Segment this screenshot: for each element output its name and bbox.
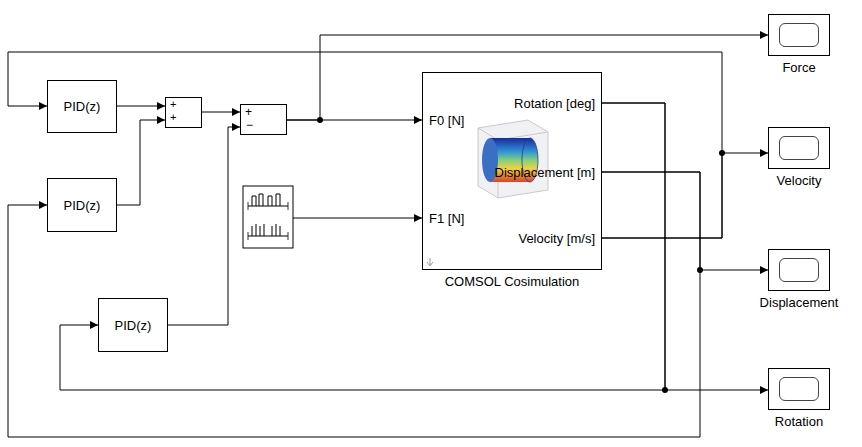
port-label: Velocity [m/s]	[518, 231, 595, 246]
pid-block: PID(z)	[47, 80, 117, 133]
signal-builder	[243, 186, 293, 248]
static-drawing	[243, 117, 725, 393]
sign-label: +	[170, 111, 176, 124]
signal-line	[117, 106, 165, 107]
block-text: PID(z)	[115, 318, 152, 333]
comsol-icon	[478, 120, 548, 198]
pid-block: PID(z)	[47, 178, 117, 232]
signal-line	[168, 127, 240, 325]
sign-label: +	[245, 105, 252, 119]
port-label: F0 [N]	[429, 113, 464, 128]
signal-line	[202, 112, 240, 113]
scope-screen	[779, 136, 819, 160]
cosimulation-block: F0 [N] F1 [N] Rotation [deg] Displacement […	[422, 72, 602, 270]
block-text: PID(z)	[64, 198, 101, 213]
block-text: PID(z)	[64, 99, 101, 114]
scope-screen	[779, 377, 819, 401]
scope-block: Velocity	[768, 127, 830, 169]
signal-line	[60, 103, 665, 390]
signal-line	[117, 120, 165, 205]
block-label: Rotation	[775, 414, 823, 429]
scope-screen	[779, 23, 819, 47]
block-label: COMSOL Cosimulation	[445, 274, 580, 289]
port-label: F1 [N]	[429, 211, 464, 226]
signal-wire	[293, 218, 422, 219]
block-mark	[427, 258, 433, 266]
scope-screen	[779, 258, 819, 282]
sign-label: +	[170, 98, 176, 111]
signal-line	[602, 172, 768, 270]
block-label: Force	[782, 60, 815, 75]
signal-line	[8, 172, 700, 437]
block-label: Velocity	[777, 173, 822, 188]
sum-block: ++	[165, 97, 202, 128]
port-label: Displacement [m]	[495, 165, 595, 180]
signal-line	[602, 153, 768, 238]
scope-block: Rotation	[768, 368, 830, 410]
pid-block: PID(z)	[98, 298, 168, 352]
block-label: Displacement	[760, 295, 839, 310]
sum-block: +−	[240, 104, 287, 135]
signal-line	[287, 35, 768, 120]
signal-line	[602, 103, 768, 390]
scope-block: Force	[768, 14, 830, 56]
scope-block: Displacement	[768, 249, 830, 291]
sign-label: −	[246, 118, 253, 132]
port-label: Rotation [deg]	[514, 96, 595, 111]
signal-line	[8, 52, 722, 238]
